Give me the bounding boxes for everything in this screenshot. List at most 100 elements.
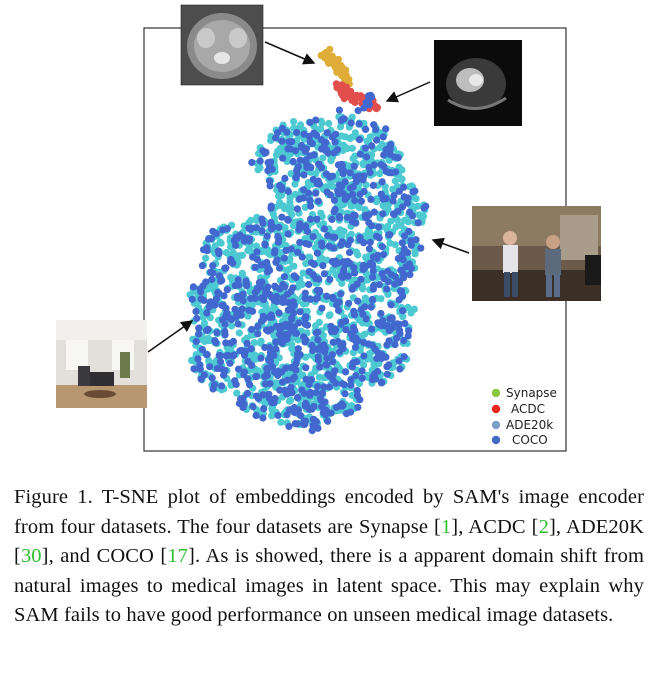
scatter-point-coco xyxy=(272,134,280,142)
scatter-point-coco xyxy=(278,378,287,386)
scatter-point-coco xyxy=(219,301,227,309)
scatter-point-coco xyxy=(235,281,243,289)
citation-link-30[interactable]: 30 xyxy=(20,545,42,567)
scatter-point-coco xyxy=(251,263,259,271)
scatter-point-coco xyxy=(365,97,373,105)
scatter-point-coco xyxy=(267,202,275,210)
scatter-point-coco xyxy=(330,196,339,204)
scatter-point-coco xyxy=(350,264,358,272)
scatter-point-coco xyxy=(305,405,313,413)
scatter-point-coco xyxy=(395,357,403,365)
scatter-point-coco xyxy=(313,180,321,188)
legend-marker-acdc xyxy=(491,404,501,414)
scatter-point-coco xyxy=(279,154,287,162)
scatter-point-coco xyxy=(222,264,230,272)
scatter-point-coco xyxy=(338,183,346,191)
scatter-point-coco xyxy=(239,394,247,402)
scatter-point-coco xyxy=(293,205,301,213)
scatter-point-ade20k xyxy=(319,154,327,162)
scatter-point-coco xyxy=(320,225,329,233)
scatter-point-acdc xyxy=(338,91,347,99)
scatter-point-coco xyxy=(378,178,386,186)
scatter-point-coco xyxy=(307,163,315,171)
scatter-point-coco xyxy=(289,298,297,306)
scatter-point-coco xyxy=(395,296,403,304)
scatter-point-coco xyxy=(218,276,226,284)
scatter-point-coco xyxy=(308,341,316,349)
scatter-point-coco xyxy=(226,359,234,367)
scatter-point-coco xyxy=(312,389,320,397)
scatter-point-coco xyxy=(353,392,362,400)
citation-link-2[interactable]: 2 xyxy=(538,515,549,538)
scatter-point-coco xyxy=(231,377,239,385)
scatter-point-coco xyxy=(301,289,309,297)
scatter-point-coco xyxy=(381,322,389,330)
scatter-point-coco xyxy=(248,361,256,369)
scatter-point-coco xyxy=(396,365,404,373)
citation-link-17[interactable]: 17 xyxy=(167,545,189,567)
scatter-point-coco xyxy=(341,368,350,376)
scatter-point-coco xyxy=(337,272,345,280)
scatter-point-coco xyxy=(276,386,284,394)
scatter-point-coco xyxy=(289,157,297,166)
scatter-point-ade20k xyxy=(211,282,219,290)
scatter-point-coco xyxy=(320,270,328,278)
scatter-point-ade20k xyxy=(361,294,369,302)
scatter-point-coco xyxy=(220,371,228,379)
scatter-point-ade20k xyxy=(274,147,282,155)
scatter-point-coco xyxy=(281,174,289,182)
scatter-point-coco xyxy=(377,350,386,358)
scatter-point-coco xyxy=(317,239,326,247)
scatter-point-ade20k xyxy=(311,367,319,375)
citation-link-1[interactable]: 1 xyxy=(440,515,452,538)
scatter-point-coco xyxy=(238,347,246,355)
scatter-point-coco xyxy=(342,326,350,334)
scatter-point-coco xyxy=(312,295,320,303)
scatter-point-coco xyxy=(279,281,287,289)
scatter-point-coco xyxy=(401,319,409,328)
scatter-point-coco xyxy=(351,327,359,335)
scatter-point-ade20k xyxy=(252,242,261,250)
scatter-point-coco xyxy=(347,381,355,389)
scatter-point-coco xyxy=(347,376,355,384)
scatter-point-ade20k xyxy=(286,194,294,202)
legend-item-synapse: Synapse xyxy=(491,386,557,400)
scatter-point-coco xyxy=(284,145,292,153)
scatter-point-coco xyxy=(385,361,393,369)
scatter-point-coco xyxy=(369,273,377,281)
scatter-point-coco xyxy=(373,136,381,144)
scatter-point-coco xyxy=(387,140,395,149)
scatter-point-coco xyxy=(263,364,271,372)
scatter-point-coco xyxy=(319,262,327,270)
scatter-point-coco xyxy=(294,350,302,358)
scatter-point-coco xyxy=(328,172,336,180)
scatter-point-coco xyxy=(233,294,242,302)
scatter-point-coco xyxy=(331,327,339,335)
scatter-point-ade20k xyxy=(378,140,386,148)
arrow-ct xyxy=(264,41,316,65)
scatter-point-coco xyxy=(193,314,201,322)
scatter-point-coco xyxy=(373,354,381,363)
scatter-point-coco xyxy=(244,375,252,383)
scatter-point-coco xyxy=(292,273,300,282)
scatter-point-coco xyxy=(261,343,269,352)
scatter-point-coco xyxy=(280,273,288,281)
scatter-point-coco xyxy=(297,412,305,420)
scatter-point-coco xyxy=(342,410,351,418)
scatter-point-coco xyxy=(337,320,345,328)
scatter-point-coco xyxy=(294,406,303,414)
scatter-point-ade20k xyxy=(244,246,252,255)
scatter-point-coco xyxy=(229,337,237,345)
scatter-point-coco xyxy=(344,257,352,265)
scatter-point-coco xyxy=(411,187,419,195)
scatter-point-acdc xyxy=(342,83,350,91)
scatter-point-coco xyxy=(310,151,318,159)
scatter-point-coco xyxy=(369,267,377,275)
scatter-point-ade20k xyxy=(287,170,295,178)
scatter-point-coco xyxy=(398,203,406,211)
scatter-point-coco xyxy=(275,309,283,317)
scatter-point-coco xyxy=(238,305,246,313)
scatter-point-coco xyxy=(278,137,286,145)
scatter-point-coco xyxy=(370,208,378,216)
scatter-point-coco xyxy=(324,232,332,240)
